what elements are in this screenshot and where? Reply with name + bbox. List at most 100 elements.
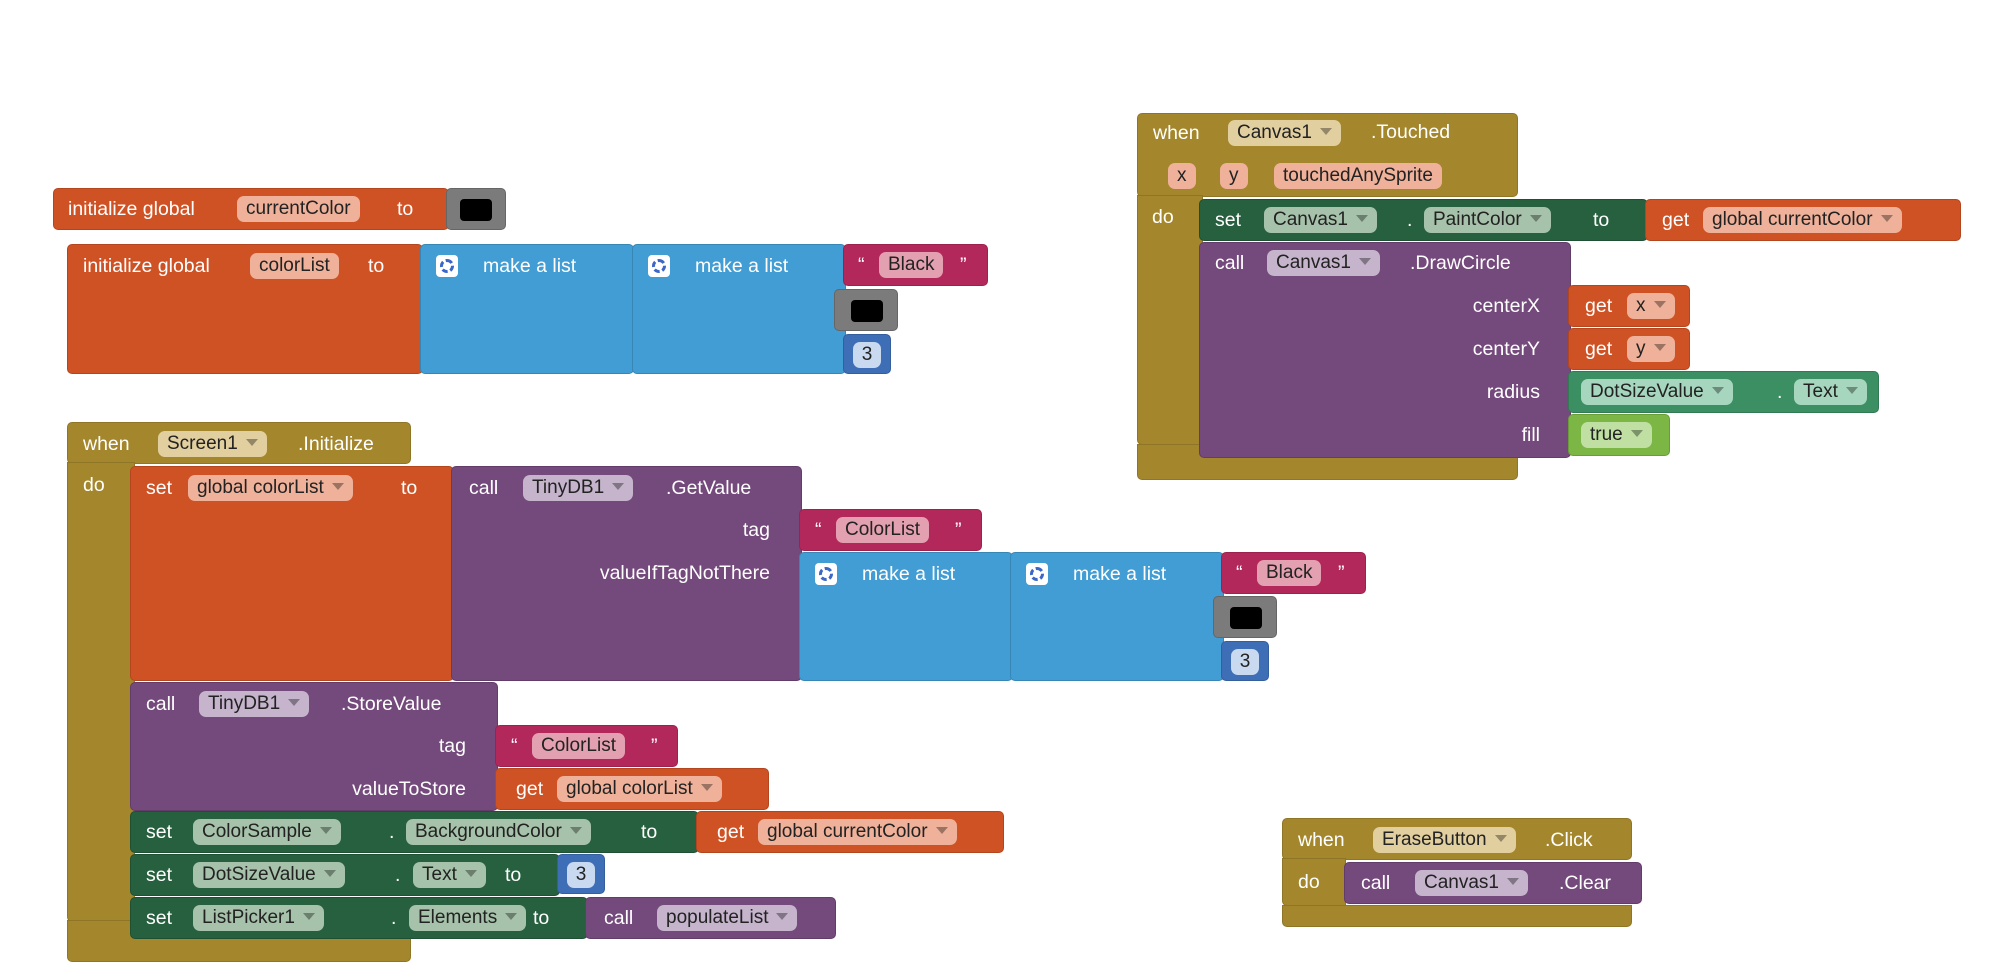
component-dropdown[interactable]: Canvas1 [1267,250,1380,276]
dotsizevalue-text-getter-block[interactable]: DotSizeValue . Text [1568,371,1879,413]
variable-dropdown[interactable]: x [1627,293,1675,319]
component-dropdown[interactable]: TinyDB1 [523,475,634,501]
component-dropdown[interactable]: EraseButton [1373,827,1516,853]
gear-icon[interactable] [815,563,837,585]
make-a-list-block[interactable]: make a list [632,244,846,374]
text-value-field[interactable]: ColorList [836,517,929,543]
variable-dropdown[interactable]: global currentColor [1703,207,1902,233]
dropdown-arrow-icon [1320,128,1332,136]
when-screen1-initialize-block[interactable]: when Screen1 .Initialize [67,422,411,464]
number-block[interactable]: 3 [1221,641,1269,681]
set-colorsample-backgroundcolor-block[interactable]: set ColorSample . BackgroundColor to [130,811,699,853]
color-swatch-icon[interactable] [1230,607,1262,629]
text-string-block[interactable]: “ ColorList ” [799,509,982,551]
text-value-field[interactable]: Black [879,252,944,278]
component-dropdown[interactable]: Canvas1 [1264,207,1377,233]
set-dotsizevalue-text-block[interactable]: set DotSizeValue . Text to [130,854,560,896]
color-black-block[interactable] [1213,596,1277,638]
get-y-block[interactable]: get y [1568,328,1690,370]
set-canvas1-paintcolor-block[interactable]: set Canvas1 . PaintColor to [1199,199,1648,241]
text-string-block[interactable]: “ ColorList ” [495,725,678,767]
set-label: set [146,864,173,886]
property-dropdown[interactable]: Text [413,862,486,888]
property-dropdown[interactable]: BackgroundColor [406,819,591,845]
variable-dropdown[interactable]: global currentColor [758,819,957,845]
gear-icon[interactable] [436,255,458,277]
number-value-field[interactable]: 3 [567,862,595,888]
number-value-field[interactable]: 3 [1231,649,1259,675]
when-erasebutton-click-block[interactable]: when EraseButton .Click [1282,818,1632,860]
event-param-touchedanysprite[interactable]: touchedAnySprite [1274,163,1442,189]
init-global-currentcolor-block[interactable]: initialize global currentColor to [53,188,449,230]
component-name: ColorSample [202,821,312,842]
call-canvas1-clear-block[interactable]: call Canvas1 .Clear [1344,862,1642,904]
property-name: Elements [418,907,498,928]
set-listpicker1-elements-block[interactable]: set ListPicker1 . Elements to [130,897,588,939]
get-global-currentcolor-block[interactable]: get global currentColor [696,811,1004,853]
make-a-list-block[interactable]: make a list [1010,552,1224,681]
dropdown-arrow-icon [505,913,518,921]
component-name: Canvas1 [1237,122,1312,143]
color-black-block[interactable] [834,289,898,331]
property-dropdown[interactable]: Text [1794,379,1867,405]
gear-icon[interactable] [1026,563,1048,585]
component-dropdown[interactable]: Canvas1 [1228,120,1341,146]
variable-dropdown[interactable]: y [1627,336,1675,362]
component-dropdown[interactable]: TinyDB1 [199,691,310,717]
event-name-label: .Click [1545,829,1593,851]
variable-name: global colorList [197,477,324,498]
tinydb-storevalue-block[interactable]: call TinyDB1 .StoreValue tag valueToStor… [130,682,498,811]
text-string-block[interactable]: “ Black ” [843,244,988,286]
event-bottom-bar [1282,905,1632,927]
call-label: call [146,693,176,715]
component-dropdown[interactable]: ListPicker1 [193,905,324,931]
component-dropdown[interactable]: DotSizeValue [1581,379,1733,405]
procedure-dropdown[interactable]: populateList [657,905,798,931]
component-dropdown[interactable]: DotSizeValue [193,862,345,888]
property-dropdown[interactable]: PaintColor [1424,207,1551,233]
make-a-list-label: make a list [862,563,956,585]
call-populatelist-block[interactable]: call populateList [585,897,836,939]
text-value-field[interactable]: ColorList [532,733,625,759]
get-global-colorlist-block[interactable]: get global colorList [495,768,769,810]
get-x-block[interactable]: get x [1568,285,1690,327]
set-label: set [1215,209,1242,231]
dropdown-arrow-icon [288,699,301,707]
canvas1-drawcircle-block[interactable]: call Canvas1 .DrawCircle centerX centerY… [1199,242,1571,458]
boolean-dropdown[interactable]: true [1581,422,1652,448]
component-dropdown[interactable]: Screen1 [158,431,267,457]
number-block[interactable]: 3 [557,854,605,894]
dot-label: . [1407,209,1413,231]
variable-dropdown[interactable]: global colorList [557,776,722,802]
variable-name-field[interactable]: colorList [250,253,339,279]
property-dropdown[interactable]: Elements [409,905,527,931]
dropdown-arrow-icon [935,827,948,835]
init-global-colorlist-block[interactable]: initialize global colorList to [67,244,423,374]
variable-name-field[interactable]: currentColor [237,196,360,222]
color-black-block[interactable] [446,188,506,230]
color-swatch-icon[interactable] [460,199,492,221]
component-dropdown[interactable]: ColorSample [193,819,341,845]
dropdown-arrow-icon [569,827,582,835]
number-value-field[interactable]: 3 [853,342,881,368]
text-string-block[interactable]: “ Black ” [1221,552,1366,594]
make-a-list-block[interactable]: make a list [420,244,634,374]
make-a-list-block[interactable]: make a list [799,552,1013,681]
gear-icon[interactable] [648,255,670,277]
get-global-currentcolor-block[interactable]: get global currentColor [1645,199,1961,241]
color-swatch-icon[interactable] [851,300,883,322]
when-canvas1-touched-block[interactable]: when Canvas1 x y touchedAnySprite [1137,113,1518,197]
logic-true-block[interactable]: true [1568,414,1670,456]
call-label: call [469,477,499,499]
event-param-y[interactable]: y [1220,163,1248,189]
quote-open-label: “ [1236,562,1243,584]
text-value-field[interactable]: Black [1257,560,1322,586]
tinydb-getvalue-block[interactable]: call TinyDB1 .GetValue tag valueIfTagNot… [451,466,802,681]
set-global-colorlist-block[interactable]: set global colorList to [130,466,454,681]
variable-dropdown[interactable]: global colorList [188,475,353,501]
variable-name: x [1636,295,1646,316]
component-dropdown[interactable]: Canvas1 [1415,870,1528,896]
number-block[interactable]: 3 [843,334,891,374]
event-param-x[interactable]: x [1168,163,1196,189]
